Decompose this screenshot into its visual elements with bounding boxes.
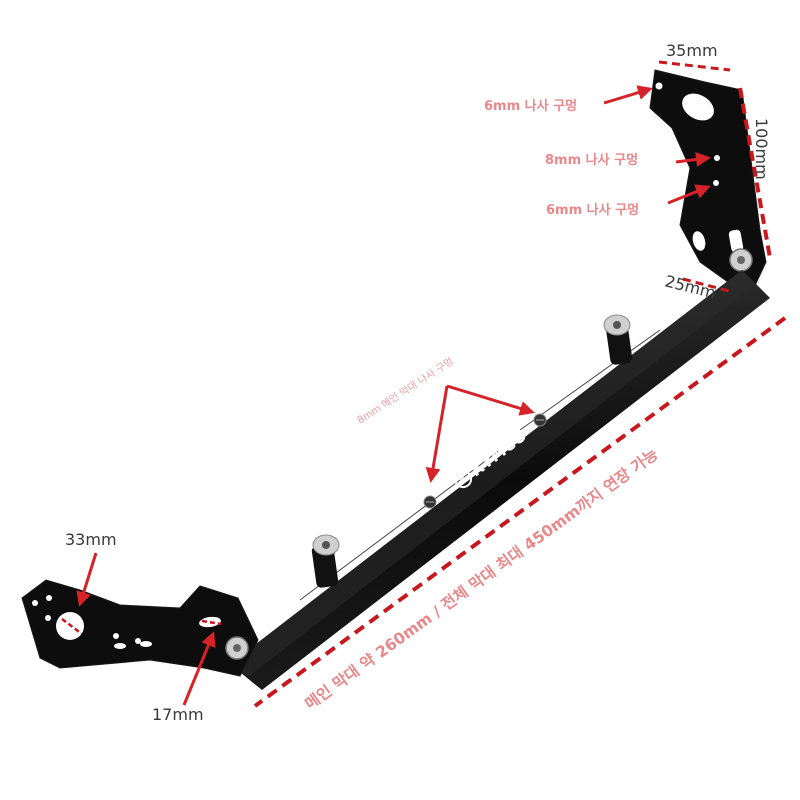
dim-line-main — [253, 316, 787, 708]
hole-icon — [714, 155, 720, 161]
dim-label-left-top: 33mm — [65, 530, 117, 549]
main-bar: K KYMCO — [230, 270, 770, 690]
bracket-slot-icon — [682, 93, 714, 121]
dim-line-left-bottom — [201, 619, 222, 626]
bracket-slot-icon — [692, 231, 706, 251]
bracket-slot-icon — [728, 229, 744, 253]
hole-label-6mm-top: 6mm 나사 구멍 — [484, 98, 577, 114]
hole-label-6mm-bottom: 6mm 나사 구멍 — [546, 202, 639, 218]
arrow-hole-6mm-top — [603, 85, 653, 105]
hole-label-8mm: 8mm 나사 구멍 — [545, 152, 638, 168]
arrow-hole-6mm-bottom — [667, 184, 711, 205]
hole-icon — [135, 638, 141, 644]
dim-label-top-width: 35mm — [666, 41, 718, 60]
dim-line-top — [658, 60, 731, 72]
arrow-hole-8mm — [675, 152, 711, 167]
hole-icon — [45, 615, 51, 621]
hole-icon — [113, 633, 119, 639]
hole-icon — [713, 180, 719, 186]
dim-line-bottom-right — [682, 277, 734, 294]
hole-icon — [655, 82, 663, 90]
dim-label-bottom-right: 25mm — [663, 271, 718, 302]
dim-line-right — [738, 87, 772, 259]
right-bracket — [649, 69, 767, 293]
arrow-left-top — [76, 552, 98, 607]
kymco-k-icon — [454, 470, 473, 489]
standoff-post — [311, 544, 339, 588]
hole-icon — [46, 595, 52, 601]
arrow-main-hole-lower — [425, 385, 449, 483]
hole-icon — [32, 600, 38, 606]
dim-line-left-top — [61, 618, 83, 635]
left-bracket — [21, 579, 259, 677]
arrow-left-bottom — [182, 631, 216, 706]
arrow-main-hole-upper — [446, 384, 535, 416]
dim-label-left-bottom: 17mm — [152, 705, 204, 724]
callout-arrows — [76, 85, 711, 706]
dimension-lines — [61, 60, 787, 708]
dim-label-right-height: 100mm — [752, 118, 771, 180]
